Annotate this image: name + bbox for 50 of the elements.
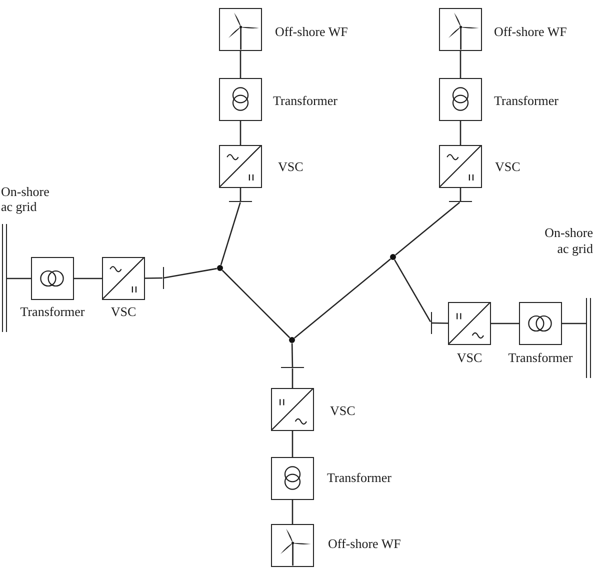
- transformer-box: [219, 78, 262, 121]
- component-label: Off-shore WF: [494, 24, 567, 40]
- component-label: VSC: [495, 159, 520, 175]
- transformer-box: [271, 457, 314, 500]
- connection-line: [145, 277, 162, 279]
- connection-line: [291, 343, 294, 368]
- junction-dot: [390, 254, 396, 260]
- connection-line: [292, 500, 294, 524]
- connection-line: [394, 259, 432, 322]
- transformer-box: [439, 78, 482, 121]
- connection-line: [432, 322, 448, 324]
- connection-line: [240, 121, 242, 145]
- component-label: Transformer: [327, 470, 392, 486]
- turbine-box: [439, 8, 482, 51]
- component-label: Off-shore WF: [328, 536, 401, 552]
- component-label: Transformer: [273, 93, 338, 109]
- transformer-box: [519, 302, 562, 345]
- component-label: Transformer: [494, 93, 559, 109]
- connection-line: [491, 322, 519, 324]
- connection-line: [220, 202, 241, 266]
- connection-line: [7, 278, 31, 280]
- turbine-box: [219, 8, 262, 51]
- component-label: Transformer: [20, 304, 85, 320]
- connection-line: [562, 322, 586, 324]
- connection-line: [395, 202, 460, 256]
- component-label: VSC: [456, 350, 482, 366]
- busbar: [586, 298, 591, 378]
- connection-line: [460, 121, 462, 145]
- junction-dot: [288, 336, 296, 344]
- connection-line: [240, 188, 242, 201]
- component-label: VSC: [110, 304, 136, 320]
- component-label: Transformer: [508, 350, 573, 366]
- component-label: Off-shore WF: [275, 24, 348, 40]
- turbine-box: [271, 524, 314, 567]
- connection-line: [292, 368, 294, 388]
- connection-line: [460, 188, 462, 201]
- connection-line: [164, 268, 217, 279]
- grid-label: On-shore ac grid: [544, 225, 593, 257]
- connection-line: [240, 51, 242, 78]
- transformer-box: [31, 257, 74, 300]
- connection-line: [222, 270, 290, 338]
- junction-dot: [216, 264, 224, 272]
- component-label: VSC: [330, 403, 356, 419]
- busbar: [2, 224, 7, 332]
- grid-label: On-shore ac grid: [1, 184, 50, 214]
- connection-line: [460, 51, 462, 78]
- connection-line: [294, 258, 391, 338]
- connection-line: [74, 278, 102, 280]
- component-label: VSC: [278, 159, 304, 175]
- connection-line: [292, 431, 294, 457]
